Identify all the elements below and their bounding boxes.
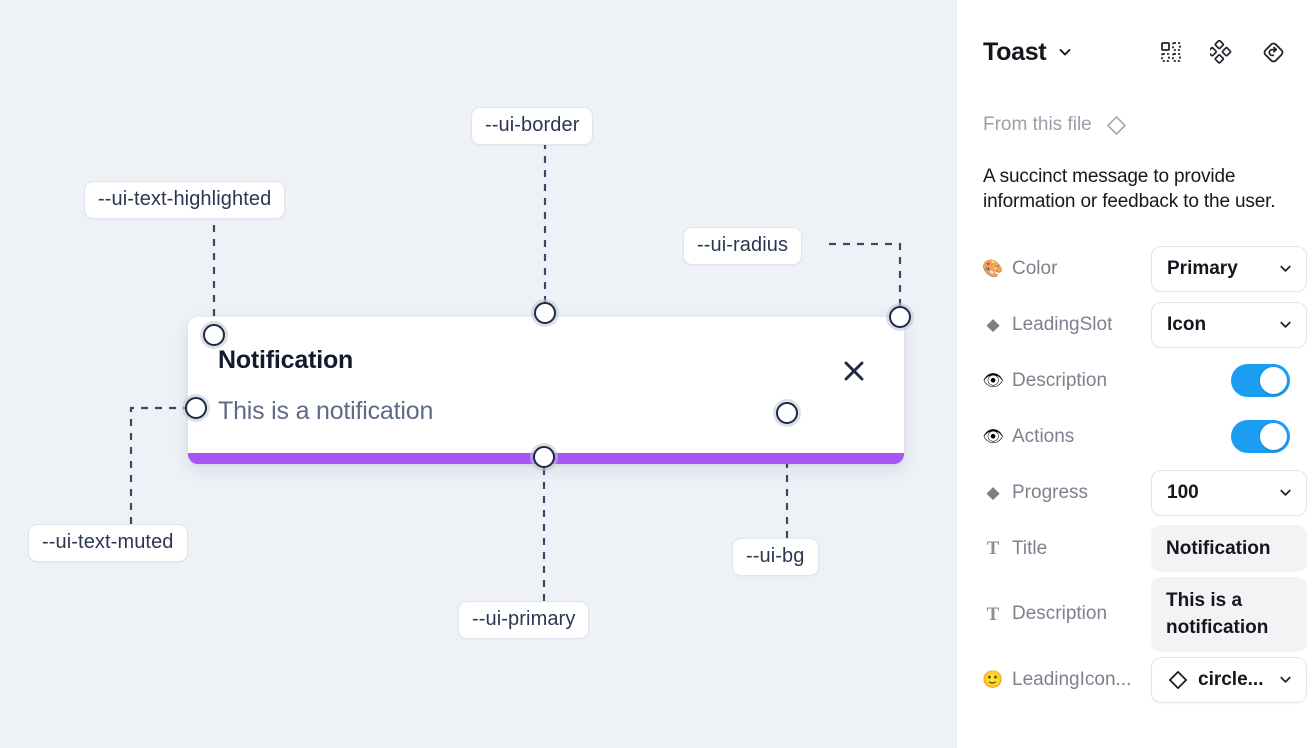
description-input[interactable]: This is a notification [1151, 576, 1307, 652]
property-control: This is a notification [1151, 576, 1307, 652]
chevron-down-icon [1272, 485, 1293, 500]
handle-ui-primary[interactable] [533, 446, 555, 468]
diamond-icon [1105, 114, 1128, 137]
chevron-down-icon [1272, 672, 1293, 687]
color-select[interactable]: Primary [1151, 245, 1307, 292]
property-label-group: T Title [983, 538, 1151, 560]
property-row-actions-visibility: 👁 Actions [957, 409, 1312, 465]
properties-panel: Toast [956, 0, 1312, 748]
property-control: 100 [1151, 469, 1307, 516]
property-control: Notification [1151, 524, 1307, 573]
toast-preview-card[interactable]: Notification This is a notification [188, 317, 904, 464]
property-label: Color [1012, 257, 1058, 279]
leadingslot-select-value: Icon [1167, 313, 1207, 335]
property-row-progress: ◆ Progress 100 [957, 465, 1312, 521]
edge-ui-text-muted [129, 406, 196, 524]
property-label: Description [1012, 603, 1108, 625]
design-canvas[interactable]: --ui-text-highlighted --ui-border --ui-r… [0, 0, 956, 748]
handle-ui-bg[interactable] [776, 402, 798, 424]
token-chip-ui-bg[interactable]: --ui-bg [732, 538, 819, 576]
property-control [1217, 420, 1290, 454]
description-toggle[interactable] [1231, 364, 1290, 398]
property-row-leadingicon: 🙂 LeadingIcon... circle... [957, 652, 1312, 708]
property-label: LeadingSlot [1012, 313, 1113, 335]
leadingslot-select[interactable]: Icon [1151, 301, 1307, 348]
property-label-group: 👁 Description [982, 369, 1151, 392]
variants-icon[interactable] [1209, 39, 1235, 65]
handle-ui-radius[interactable] [889, 306, 911, 328]
property-row-description-visibility: 👁 Description [957, 353, 1312, 409]
property-row-color: 🎨 Color Primary [957, 241, 1312, 297]
property-list: 🎨 Color Primary [957, 241, 1312, 708]
token-chip-ui-radius[interactable]: --ui-radius [683, 227, 803, 265]
from-this-file-label: From this file [983, 114, 1092, 135]
toast-title: Notification [218, 346, 354, 374]
palette-emoji-icon: 🎨 [982, 259, 1004, 279]
eye-emoji-icon: 👁 [982, 371, 1004, 391]
property-row-title: T Title Notification [957, 521, 1312, 577]
component-description: A succinct message to provide informatio… [983, 166, 1276, 213]
property-control [1217, 364, 1290, 398]
edge-ui-radius [829, 242, 902, 317]
handle-ui-border[interactable] [534, 302, 556, 324]
token-chip-ui-text-muted[interactable]: --ui-text-muted [28, 524, 188, 562]
chevron-down-icon[interactable] [1057, 44, 1073, 60]
diamond-icon: ◆ [986, 315, 1000, 335]
toast-description: This is a notification [218, 397, 434, 425]
component-set-icon[interactable] [1158, 39, 1184, 65]
eye-emoji-icon: 👁 [982, 427, 1004, 447]
property-control: Primary [1151, 245, 1307, 292]
actions-toggle[interactable] [1231, 420, 1290, 454]
diamond-icon [1167, 669, 1189, 691]
leadingicon-select[interactable]: circle... [1151, 656, 1307, 703]
panel-title: Toast [983, 37, 1047, 66]
property-label-group: T Description [983, 603, 1151, 625]
close-icon[interactable] [840, 357, 868, 385]
property-control: Icon [1151, 301, 1307, 348]
property-control: circle... [1151, 656, 1307, 703]
from-this-file-row: From this file [957, 104, 1312, 146]
property-label-group: 🙂 LeadingIcon... [982, 668, 1151, 691]
text-type-icon: T [986, 538, 1000, 560]
toggle-knob [1260, 367, 1287, 395]
token-chip-ui-border[interactable]: --ui-border [471, 107, 594, 145]
color-select-value: Primary [1167, 257, 1238, 279]
panel-header-actions [1158, 39, 1286, 65]
token-chip-ui-text-highlighted[interactable]: --ui-text-highlighted [84, 181, 286, 219]
chevron-down-icon [1272, 261, 1293, 276]
property-row-description-text: T Description This is a notification [957, 576, 1312, 652]
text-type-icon: T [986, 603, 1000, 625]
progress-select-value: 100 [1167, 481, 1199, 503]
property-label-group: 🎨 Color [982, 257, 1151, 280]
property-label: Title [1012, 537, 1048, 559]
property-label-group: ◆ LeadingSlot [983, 314, 1151, 336]
property-label: LeadingIcon... [1012, 668, 1132, 690]
progress-select[interactable]: 100 [1151, 469, 1307, 516]
property-label-group: 👁 Actions [982, 425, 1151, 448]
property-label: Progress [1012, 481, 1089, 503]
leadingicon-select-value: circle... [1198, 668, 1264, 690]
smiley-emoji-icon: 🙂 [982, 670, 1004, 690]
panel-header: Toast [957, 0, 1312, 104]
handle-ui-text-muted[interactable] [185, 397, 207, 419]
reset-instance-icon[interactable] [1260, 39, 1286, 65]
chevron-down-icon [1272, 317, 1293, 332]
property-label: Actions [1012, 425, 1075, 447]
handle-ui-text-highlighted[interactable] [203, 324, 225, 346]
toggle-knob [1260, 423, 1287, 451]
property-label-group: ◆ Progress [983, 482, 1151, 504]
property-row-leadingslot: ◆ LeadingSlot Icon [957, 297, 1312, 353]
token-chip-ui-primary[interactable]: --ui-primary [458, 601, 590, 639]
property-label: Description [1012, 369, 1108, 391]
diamond-icon: ◆ [986, 483, 1000, 503]
title-input[interactable]: Notification [1151, 524, 1307, 573]
